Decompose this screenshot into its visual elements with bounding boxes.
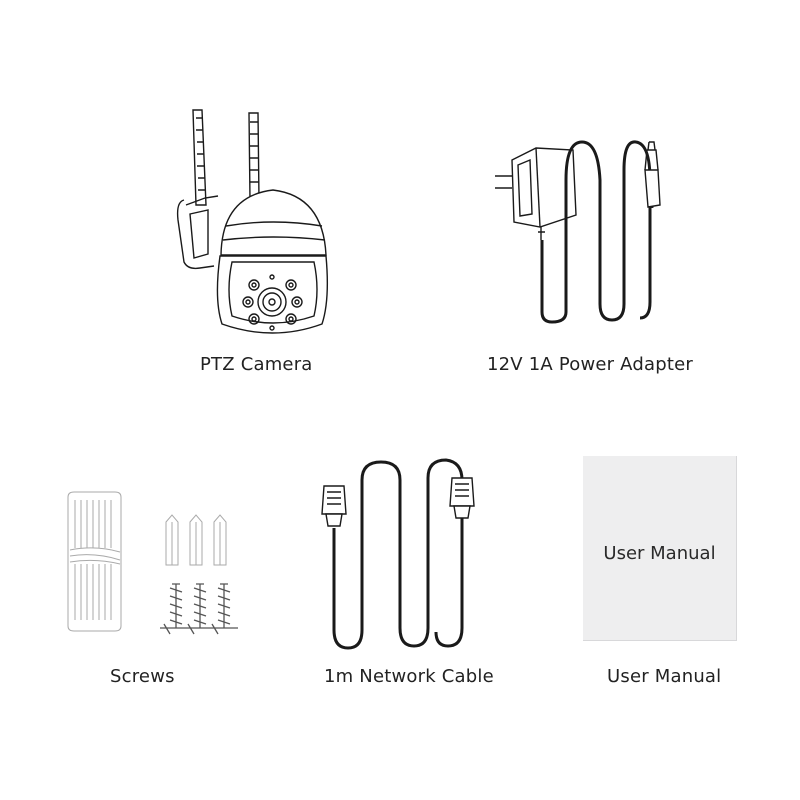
power-adapter-label: 12V 1A Power Adapter [487,354,693,375]
user-manual-icon: User Manual [583,456,737,641]
user-manual-cover-text: User Manual [603,543,716,564]
user-manual-label: User Manual [607,666,722,687]
screws-label: Screws [110,666,175,687]
network-cable-label: 1m Network Cable [324,666,494,687]
ptz-camera-label: PTZ Camera [200,354,313,375]
